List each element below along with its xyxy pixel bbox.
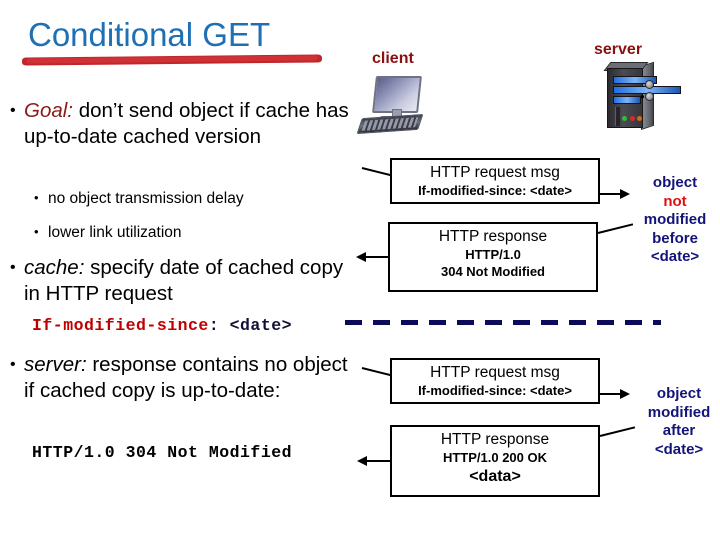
keyboard-shape	[356, 113, 424, 135]
http-response-box-top-line2: HTTP/1.0	[465, 247, 521, 262]
annotation-object-not-modified-before: object not modified before <date>	[632, 174, 718, 267]
server-knob-2	[645, 92, 654, 101]
page-title: Conditional GET	[28, 16, 271, 53]
annotation-bottom-word-2: modified	[647, 403, 711, 421]
arrow-line-response-top	[362, 256, 388, 258]
arrow-line-request-top	[600, 193, 622, 195]
annotation-bottom-word-1: object	[656, 385, 702, 402]
annotation-top-word-2: not	[663, 192, 687, 210]
monitor-screen-shape	[372, 76, 422, 113]
arrow-line-response-bottom	[364, 460, 390, 462]
http-request-box-top-line1: HTTP request msg	[430, 164, 560, 181]
bullet-goal: Goal: don’t send object if cache has up-…	[8, 98, 354, 158]
server-led-green	[622, 116, 627, 121]
http-response-box-top: HTTP response HTTP/1.0 304 Not Modified	[388, 222, 598, 292]
annotation-top-word-3: modified	[643, 211, 707, 228]
arrow-head-response-top	[356, 252, 366, 262]
server-text: response contains no object if cached co…	[24, 353, 348, 402]
http-response-box-top-line3: 304 Not Modified	[440, 264, 545, 279]
http-response-box-bottom-line3: <data>	[469, 468, 521, 485]
code-http-304: HTTP/1.0 304 Not Modified	[32, 443, 293, 462]
dashed-separator	[345, 320, 661, 325]
keyboard-keys-texture	[361, 117, 419, 131]
bullet-cache: cache: specify date of cached copy in HT…	[8, 255, 354, 315]
sub-bullet-1-text: no object transmission delay	[48, 190, 244, 207]
server-label: server:	[24, 353, 87, 376]
arrow-head-response-bottom	[357, 456, 367, 466]
bullet-no-object-transmission-delay: no object transmission delay	[8, 187, 354, 223]
annotation-object-modified-after: object modified after <date>	[640, 385, 718, 459]
bullet-lower-link-utilization: lower link utilization	[8, 221, 354, 257]
goal-text: don’t send object if cache has up-to-dat…	[24, 99, 349, 148]
cache-label: cache:	[24, 256, 85, 279]
http-request-box-bottom-line1: HTTP request msg	[430, 364, 560, 381]
http-response-box-top-line1: HTTP response	[438, 228, 548, 245]
http-request-box-top-line2: If-modified-since: <date>	[418, 183, 572, 198]
code-if-modified-since: If-modified-since: <date>	[32, 316, 292, 335]
annotation-top-word-1: object	[652, 174, 698, 191]
http-response-box-bottom-line1: HTTP response	[440, 431, 550, 448]
server-tower-icon	[603, 61, 681, 132]
http-request-box-bottom: HTTP request msg If-modified-since: <dat…	[390, 358, 600, 404]
code-if-modified-since-value: : <date>	[208, 316, 293, 335]
annotation-top-word-4: before	[652, 229, 698, 247]
server-vent-slot	[615, 107, 620, 126]
http-response-box-bottom-line2: HTTP/1.0 200 OK	[442, 450, 548, 465]
http-response-box-bottom: HTTP response HTTP/1.0 200 OK <data>	[390, 425, 600, 497]
sub-bullet-2-text: lower link utilization	[48, 224, 182, 241]
annotation-top-word-5: <date>	[650, 248, 700, 265]
http-request-box-top: HTTP request msg If-modified-since: <dat…	[390, 158, 600, 204]
bullet-server: server: response contains no object if c…	[8, 352, 354, 412]
annotation-bottom-word-3: after	[662, 422, 696, 439]
server-knob-1	[645, 80, 654, 89]
annotation-bottom-word-4: <date>	[654, 440, 704, 458]
server-led-red	[630, 116, 635, 121]
title-underline-stroke	[21, 54, 323, 66]
client-label: client	[372, 50, 414, 67]
connector-client-to-request-top	[361, 167, 392, 177]
client-workstation-icon	[356, 76, 430, 140]
arrow-line-request-bottom	[600, 393, 622, 395]
server-front-panel-shape	[607, 68, 681, 128]
server-drive-bay-3	[613, 96, 641, 104]
arrow-head-request-top	[620, 189, 630, 199]
goal-label: Goal:	[24, 99, 73, 122]
connector-server-to-response-bottom	[599, 426, 636, 437]
connector-client-to-request-bottom	[361, 367, 392, 377]
code-if-modified-since-header: If-modified-since	[32, 316, 209, 335]
http-request-box-bottom-line2: If-modified-since: <date>	[418, 383, 572, 398]
cache-text: specify date of cached copy in HTTP requ…	[24, 256, 344, 305]
connector-server-to-response-top	[597, 223, 634, 234]
server-led-orange	[637, 116, 642, 121]
server-label-diagram: server	[594, 41, 643, 58]
arrow-head-request-bottom	[620, 389, 630, 399]
